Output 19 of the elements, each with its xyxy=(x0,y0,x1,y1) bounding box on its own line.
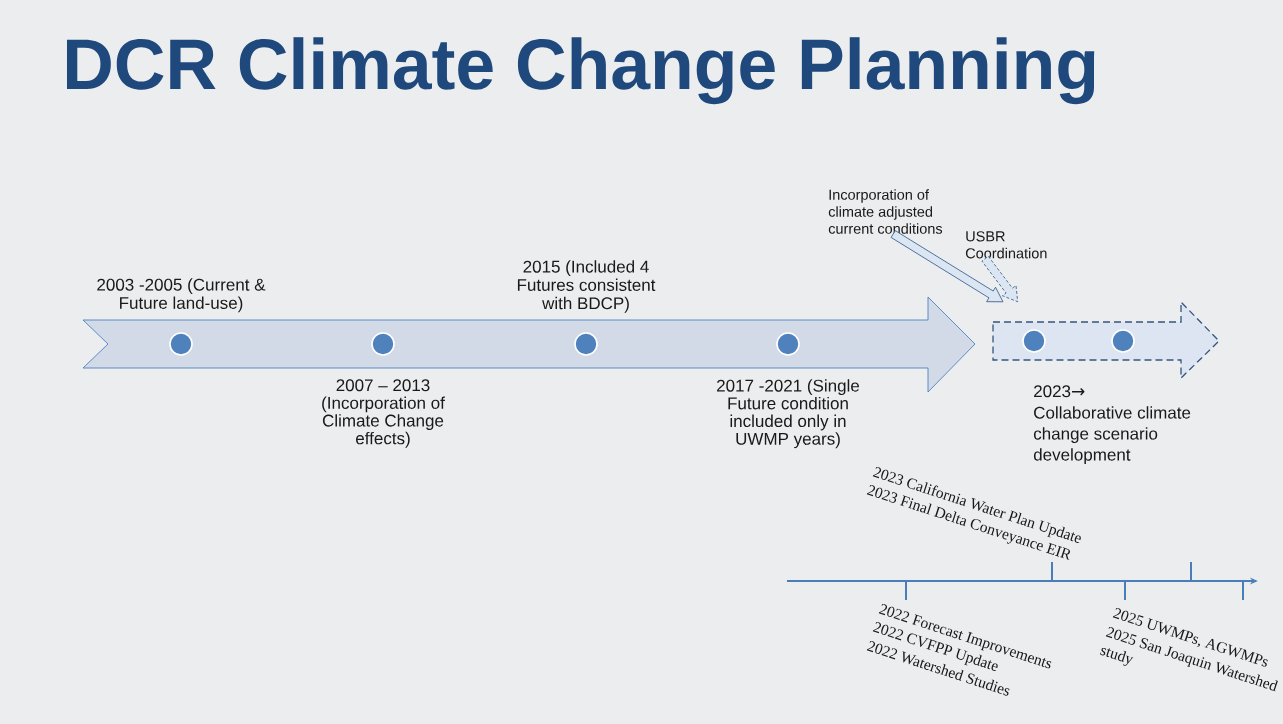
milestone-label: 2007 – 2013 (Incorporation of Climate Change effects) xyxy=(322,379,445,448)
milestone-label: 2003 -2005 (Current & Future land-use) xyxy=(97,278,266,313)
note-text: Incorporation of climate adjusted current conditions xyxy=(828,189,943,234)
milestone-label: Collaborative climate change scenario development xyxy=(1033,406,1191,465)
milestone-dot xyxy=(574,332,598,356)
milestone-dot xyxy=(1111,329,1135,353)
milestone-label: 2017 -2021 (Single Future condition included only in UWMP years) xyxy=(717,379,860,449)
milestone-label: 2015 (Included 4 Futures consistent with BDCP) xyxy=(517,260,656,313)
milestone-dot xyxy=(169,332,193,356)
note-text: USBR Coordination xyxy=(965,231,1047,259)
title: DCR Climate Change Planning xyxy=(67,37,1095,105)
milestone-dot xyxy=(371,332,395,356)
milestone-label: 2023→ xyxy=(1034,385,1085,398)
block-arrow xyxy=(890,230,1004,303)
block-arrow xyxy=(981,255,1019,303)
timeline-band xyxy=(82,296,976,393)
dashed-timeline-band xyxy=(992,300,1220,380)
milestone-dot xyxy=(1022,329,1046,353)
milestone-dot xyxy=(776,332,800,356)
